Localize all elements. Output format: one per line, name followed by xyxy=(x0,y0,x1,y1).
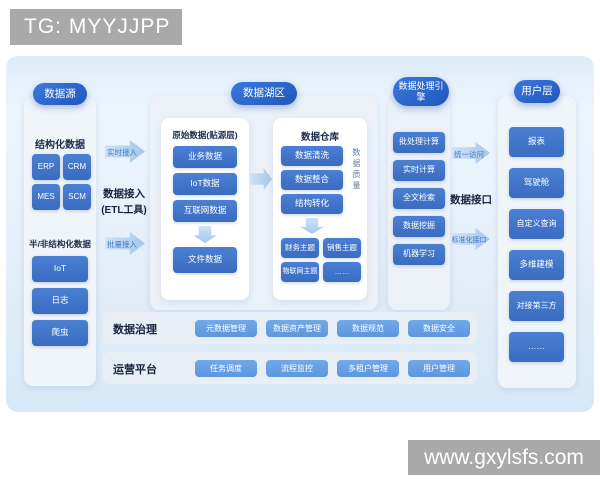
node-data-standards: 数据规范 xyxy=(337,320,399,337)
realtime-ingest-label: 实时接入 xyxy=(107,148,137,157)
node-internet-data: 互联网数据 xyxy=(173,200,237,222)
node-business-data: 业务数据 xyxy=(173,146,237,168)
node-file-data: 文件数据 xyxy=(173,247,237,273)
node-iot: IoT xyxy=(32,256,88,282)
realtime-ingest-arrow-icon xyxy=(105,140,145,163)
node-finance-theme: 财务主题 xyxy=(281,238,319,258)
node-machine-learning: 机器学习 xyxy=(393,244,445,265)
engine-title: 数据处理引擎 xyxy=(393,77,449,106)
node-custom-query: 自定义查询 xyxy=(509,209,564,239)
data-interface-label: 数据接口 xyxy=(450,194,492,206)
unified-access-label: 统一访问 xyxy=(454,150,484,159)
node-data-integration: 数据整合 xyxy=(281,170,343,190)
data-lake-title: 数据湖区 xyxy=(231,82,297,105)
warehouse-down-arrow-icon xyxy=(300,218,324,234)
node-multitenant-mgmt: 多租户管理 xyxy=(337,360,399,377)
node-iot-data: IoT数据 xyxy=(173,173,237,195)
node-fulltext-search: 全文检索 xyxy=(393,188,445,209)
raw-data-heading: 原始数据(贴源层) xyxy=(172,130,238,140)
node-task-scheduling: 任务调度 xyxy=(195,360,257,377)
node-crawler: 爬虫 xyxy=(32,320,88,346)
watermark-bottom: www.gxylsfs.com xyxy=(408,440,600,475)
watermark-top: TG: MYYJJPP xyxy=(10,9,182,45)
node-metadata-mgmt: 元数据管理 xyxy=(195,320,257,337)
node-more-themes: …… xyxy=(323,262,361,282)
structured-data-heading: 结构化数据 xyxy=(35,140,85,151)
node-batch-compute: 批处理计算 xyxy=(393,132,445,153)
data-ingest-label: 数据接入 xyxy=(103,188,145,200)
node-structure-transform: 结构转化 xyxy=(281,194,343,214)
etl-tool-label: (ETL工具) xyxy=(101,205,147,216)
standard-interface-label: 标准化接口 xyxy=(451,237,487,244)
node-scm: SCM xyxy=(63,184,91,210)
node-data-mining: 数据挖掘 xyxy=(393,216,445,237)
node-process-monitoring: 流程监控 xyxy=(266,360,328,377)
standard-interface-arrow-icon xyxy=(452,228,490,250)
node-iot-theme: 物联网主题 xyxy=(281,262,319,282)
node-data-cleaning: 数据清洗 xyxy=(281,146,343,166)
node-asset-mgmt: 数据资产管理 xyxy=(266,320,328,337)
data-quality-label: 数据质量 xyxy=(352,148,361,192)
node-mes: MES xyxy=(32,184,60,210)
node-more-user: …… xyxy=(509,332,564,362)
node-multidim-modeling: 多维建模 xyxy=(509,250,564,280)
node-sales-theme: 销售主题 xyxy=(323,238,361,258)
unified-access-arrow-icon xyxy=(452,142,490,164)
batch-ingest-label: 批量接入 xyxy=(107,240,137,249)
node-data-security: 数据安全 xyxy=(408,320,470,337)
batch-ingest-arrow-icon xyxy=(105,232,145,255)
node-reports: 报表 xyxy=(509,127,564,157)
node-logs: 日志 xyxy=(32,288,88,314)
unstructured-data-heading: 半/非结构化数据 xyxy=(29,239,91,249)
operations-label: 运营平台 xyxy=(113,364,157,376)
warehouse-heading: 数据仓库 xyxy=(300,132,339,143)
lake-internal-arrow-icon xyxy=(250,168,272,190)
node-user-mgmt: 用户管理 xyxy=(408,360,470,377)
node-erp: ERP xyxy=(32,154,60,180)
node-realtime-compute: 实时计算 xyxy=(393,160,445,181)
node-thirdparty: 对接第三方 xyxy=(509,291,564,321)
user-layer-title: 用户层 xyxy=(514,80,560,103)
node-crm: CRM xyxy=(63,154,91,180)
raw-down-arrow-icon xyxy=(193,226,217,243)
source-layer-title: 数据源 xyxy=(33,83,87,105)
governance-label: 数据治理 xyxy=(113,324,157,336)
node-dashboard: 驾驶舱 xyxy=(509,168,564,198)
